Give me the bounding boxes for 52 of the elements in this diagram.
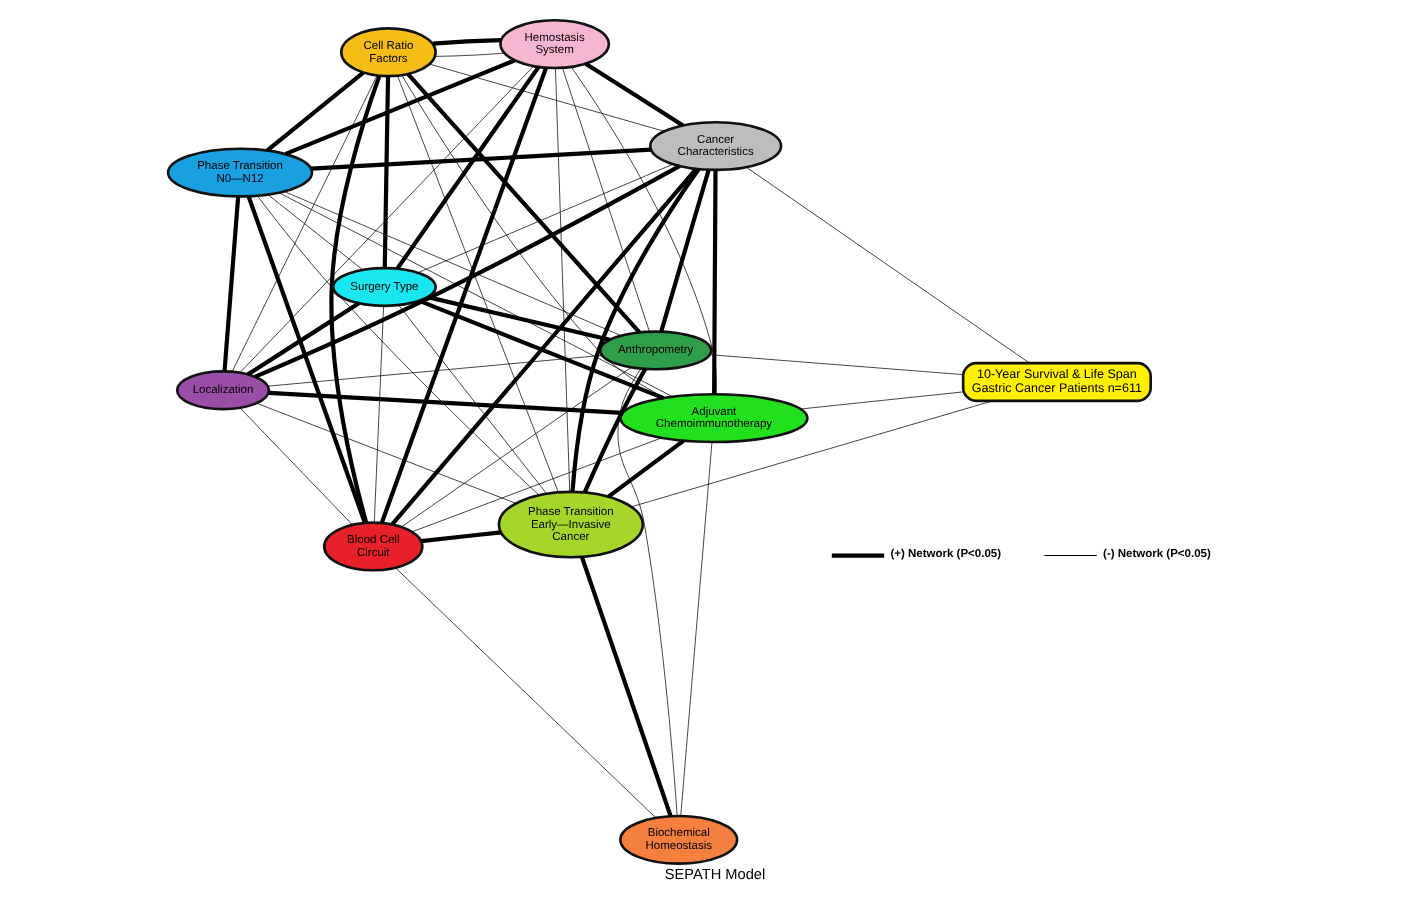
connector [245, 195, 366, 524]
connector [569, 168, 700, 493]
connector [328, 75, 381, 524]
connector [266, 355, 602, 387]
connector [578, 556, 672, 817]
connector [265, 71, 364, 153]
connector [708, 354, 963, 375]
connector [658, 169, 710, 333]
connector [238, 65, 533, 373]
connector [581, 367, 646, 494]
connector [255, 195, 539, 496]
connector [711, 170, 717, 395]
connector [426, 295, 610, 342]
connector [255, 402, 516, 504]
connector [616, 368, 677, 817]
connector [389, 167, 697, 526]
connector [431, 37, 501, 46]
connector [282, 191, 621, 336]
connector [417, 298, 664, 401]
connector [310, 147, 651, 171]
connector [798, 391, 963, 410]
connector [283, 58, 515, 156]
connector [630, 400, 992, 508]
connector [378, 66, 548, 524]
connector [245, 301, 359, 377]
connector [372, 305, 383, 523]
connector [396, 75, 558, 493]
connector [606, 439, 684, 499]
connector [679, 441, 712, 817]
connector [238, 407, 352, 526]
connector [416, 163, 673, 274]
connector [744, 166, 1029, 364]
connector [554, 67, 570, 493]
connector [410, 437, 661, 533]
connector [381, 76, 390, 268]
connector [253, 164, 680, 379]
connector [221, 196, 240, 372]
connector [419, 530, 501, 544]
connector [230, 75, 377, 372]
connector [405, 72, 640, 334]
connector [266, 194, 363, 271]
connector [433, 52, 504, 57]
connector [397, 304, 547, 495]
connector [277, 192, 673, 398]
connector [394, 65, 540, 270]
connector [561, 67, 649, 332]
connector [267, 390, 622, 416]
connector [428, 63, 664, 132]
connector [400, 367, 631, 528]
connector [583, 62, 684, 128]
connector [394, 567, 656, 819]
connector [400, 75, 665, 399]
